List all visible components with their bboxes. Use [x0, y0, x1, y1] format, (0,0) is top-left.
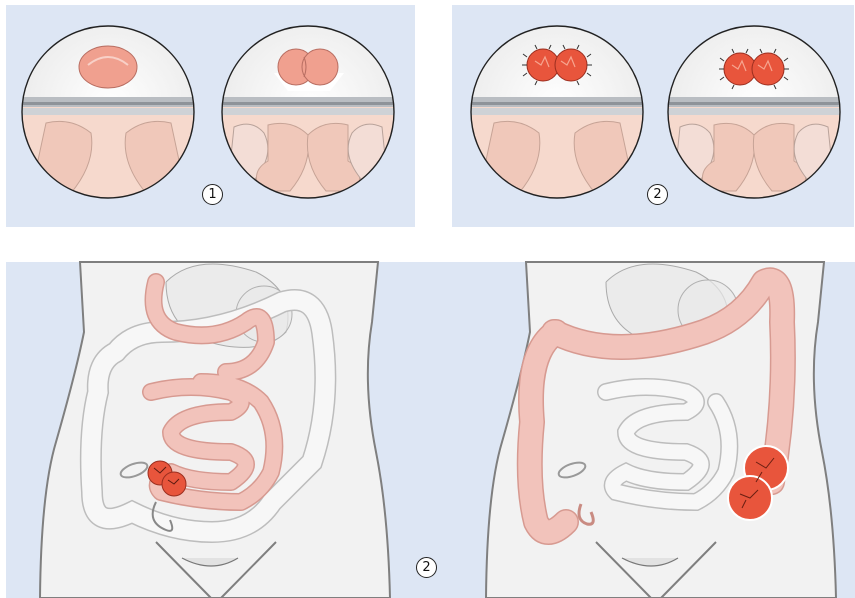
- step-number-2-bottom: 2: [416, 557, 437, 578]
- magnified-view-double-loop: [216, 20, 406, 210]
- magnified-view-double-stoma: [662, 20, 852, 210]
- torso-right-colostomy: [486, 262, 836, 598]
- panel-step-2: 2: [452, 5, 854, 227]
- panel-stoma-location: 2: [6, 262, 855, 598]
- torso-left-ileostomy: [40, 262, 390, 598]
- step-number-2-top: 2: [647, 184, 668, 205]
- step-number-1: 1: [202, 184, 223, 205]
- abdomen-anatomy-illustration: [6, 262, 855, 598]
- panel-step-1: 1: [6, 5, 415, 227]
- magnified-view-single-loop: [16, 20, 206, 210]
- magnified-view-single-stoma: [462, 20, 652, 210]
